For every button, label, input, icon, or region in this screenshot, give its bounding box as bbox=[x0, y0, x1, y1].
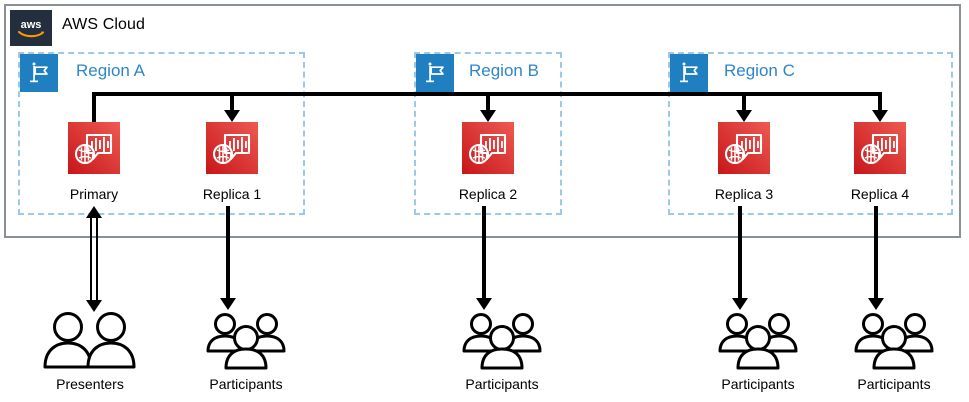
actor-label-participants-2: Participants bbox=[465, 376, 539, 392]
region-box-c bbox=[668, 52, 953, 215]
service-label-replica-2: Replica 2 bbox=[458, 186, 518, 202]
service-icon-primary[interactable] bbox=[68, 122, 120, 174]
replication-drop-replica-3 bbox=[742, 92, 746, 112]
svg-text:aws: aws bbox=[21, 19, 42, 31]
people-group-icon-2 bbox=[459, 312, 545, 370]
region-label-b: Region B bbox=[469, 61, 539, 80]
service-icon-replica-4[interactable] bbox=[854, 122, 906, 174]
actor-label-presenters: Presenters bbox=[56, 376, 124, 392]
people-group-icon-3 bbox=[715, 312, 801, 370]
actor-label-participants-3: Participants bbox=[721, 376, 795, 392]
presenters-arrowhead-up bbox=[86, 206, 102, 218]
service-label-replica-1: Replica 1 bbox=[202, 186, 262, 202]
presenters-link-line bbox=[90, 218, 98, 300]
participants-link-replica-4 bbox=[874, 206, 878, 300]
people-group-icon-4 bbox=[851, 312, 937, 370]
replication-bus-riser-primary bbox=[92, 92, 96, 122]
aws-logo-icon: aws bbox=[10, 10, 52, 46]
region-box-a bbox=[18, 52, 305, 215]
two-people-icon bbox=[38, 310, 142, 370]
participants-link-replica-2 bbox=[482, 206, 486, 300]
service-icon-replica-3[interactable] bbox=[718, 122, 770, 174]
actor-label-participants-4: Participants bbox=[857, 376, 931, 392]
actor-label-participants-1: Participants bbox=[209, 376, 283, 392]
replication-arrowhead-replica-1 bbox=[224, 110, 240, 122]
replication-drop-replica-4 bbox=[878, 92, 882, 112]
replication-arrowhead-replica-2 bbox=[480, 110, 496, 122]
participants-arrowhead-1 bbox=[220, 298, 236, 310]
service-label-replica-3: Replica 3 bbox=[714, 186, 774, 202]
service-icon-replica-1[interactable] bbox=[206, 122, 258, 174]
region-flag-icon-c bbox=[670, 54, 708, 92]
service-label-primary: Primary bbox=[69, 186, 119, 202]
replication-drop-replica-2 bbox=[486, 92, 490, 112]
region-flag-icon-b bbox=[416, 54, 454, 92]
replication-arrowhead-replica-4 bbox=[872, 110, 888, 122]
region-label-a: Region A bbox=[76, 61, 145, 80]
region-box-b bbox=[414, 52, 562, 215]
participants-link-replica-3 bbox=[738, 206, 742, 300]
region-flag-icon-a bbox=[20, 54, 58, 92]
service-label-replica-4: Replica 4 bbox=[850, 186, 910, 202]
participants-arrowhead-3 bbox=[732, 298, 748, 310]
region-label-c: Region C bbox=[724, 61, 795, 80]
replication-arrowhead-replica-3 bbox=[736, 110, 752, 122]
presenters-arrowhead-down bbox=[86, 300, 102, 312]
service-icon-replica-2[interactable] bbox=[462, 122, 514, 174]
participants-arrowhead-2 bbox=[476, 298, 492, 310]
replication-drop-replica-1 bbox=[230, 92, 234, 112]
participants-link-replica-1 bbox=[226, 206, 230, 300]
participants-arrowhead-4 bbox=[868, 298, 884, 310]
people-group-icon-1 bbox=[203, 312, 289, 370]
aws-cloud-label: AWS Cloud bbox=[62, 16, 146, 33]
aws-cloud-container: aws AWS Cloud bbox=[4, 4, 961, 238]
